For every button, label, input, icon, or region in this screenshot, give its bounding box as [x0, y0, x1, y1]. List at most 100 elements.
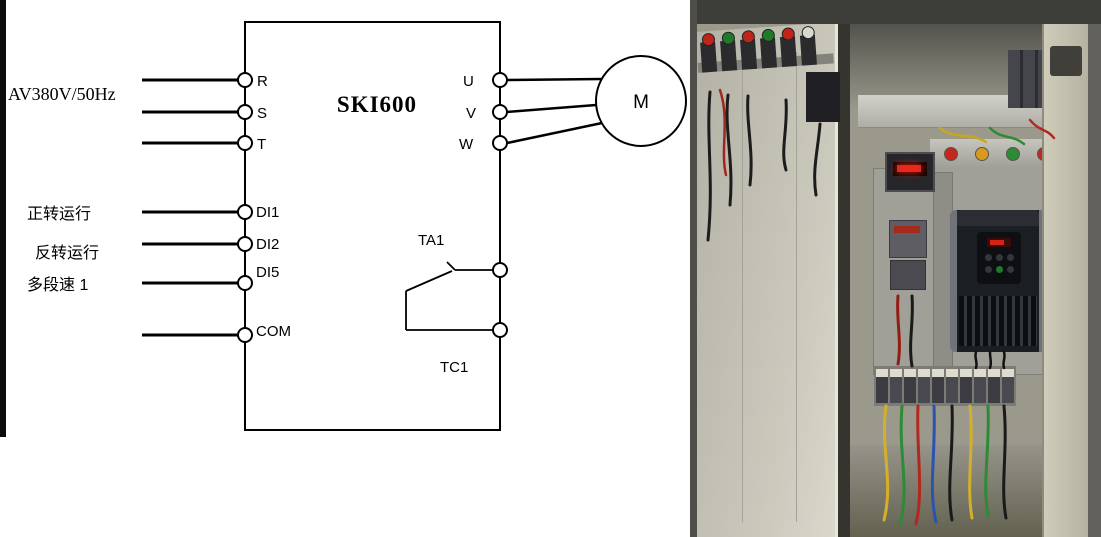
input-power-label: AV380V/50Hz — [8, 84, 116, 104]
di2-terminal-circle — [237, 236, 253, 252]
u-output-line — [506, 77, 603, 82]
terminal-block — [974, 369, 986, 403]
wiring-diagram-pane: M AV380V/50Hz SKI600 R S T DI1 DI2 DI5 C… — [0, 0, 687, 437]
terminal-block — [988, 369, 1000, 403]
terminal-block — [946, 369, 958, 403]
keypad-run-button — [996, 266, 1003, 273]
terminal-label-di2: DI2 — [256, 236, 279, 253]
red-button-cap — [701, 32, 716, 47]
pushbutton-terminal — [700, 32, 718, 73]
amber-indicator-lamp — [975, 147, 990, 161]
vfd-keypad-display — [987, 238, 1011, 247]
terminal-label-r: R — [257, 73, 268, 90]
v-output-line — [506, 103, 597, 114]
terminal-marker-tag — [960, 369, 972, 377]
keypad-button — [996, 254, 1003, 261]
terminal-block — [1002, 369, 1014, 403]
terminal-block — [904, 369, 916, 403]
right-wall — [1088, 0, 1101, 537]
green-button-cap — [761, 28, 776, 43]
function-label-forward: 正转运行 — [27, 205, 91, 223]
door-seam — [742, 52, 743, 522]
relay-module — [890, 260, 926, 290]
red-button-cap — [781, 27, 796, 41]
left-edge-bar — [0, 0, 6, 437]
terminal-label-tc1: TC1 — [440, 359, 468, 376]
red-button-cap — [741, 29, 756, 44]
pushbutton-terminal — [720, 31, 738, 72]
terminal-marker-tag — [932, 369, 944, 377]
terminal-label-u: U — [463, 73, 474, 90]
motor-label: M — [633, 92, 649, 113]
digital-panel-meter — [885, 152, 935, 192]
pushbutton-terminal — [740, 29, 758, 70]
cabinet-photo — [690, 0, 1101, 537]
terminal-label-w: W — [459, 136, 474, 153]
terminal-label-t: T — [257, 136, 266, 153]
u-terminal-circle — [492, 72, 508, 88]
w-terminal-circle — [492, 135, 508, 151]
terminal-label-v: V — [466, 105, 476, 122]
terminal-label-ta1: TA1 — [418, 232, 444, 249]
t-terminal-circle — [237, 135, 253, 151]
terminal-label-s: S — [257, 105, 267, 122]
terminal-block — [918, 369, 930, 403]
s-terminal-circle — [237, 104, 253, 120]
terminal-block — [932, 369, 944, 403]
meter-display — [893, 162, 927, 176]
pushbutton-terminal — [799, 25, 817, 66]
terminal-marker-tag — [974, 369, 986, 377]
terminal-block — [890, 369, 902, 403]
pushbutton-terminal — [779, 27, 797, 68]
function-label-reverse: 反转运行 — [35, 244, 99, 262]
top-wall — [690, 0, 1101, 24]
ta1-terminal-circle — [492, 262, 508, 278]
function-label-multispeed: 多段速 1 — [27, 276, 88, 294]
di5-terminal-circle — [237, 275, 253, 291]
vfd-top-cap — [957, 210, 1039, 226]
com-terminal-circle — [237, 327, 253, 343]
door-gap-shadow — [838, 20, 850, 537]
motor-circle — [595, 55, 687, 147]
w-output-line — [506, 121, 603, 145]
tc1-terminal-circle — [492, 322, 508, 338]
v-terminal-circle — [492, 104, 508, 120]
vfd-heatsink — [959, 296, 1037, 346]
keypad-button — [985, 254, 992, 261]
gray-button-cap — [801, 25, 816, 40]
contactor — [889, 220, 927, 258]
green-button-cap — [721, 31, 736, 46]
vfd-inverter — [950, 210, 1046, 352]
keypad-button — [1007, 266, 1014, 273]
terminal-marker-tag — [918, 369, 930, 377]
inverter-outline — [244, 21, 501, 431]
keypad-button — [1007, 254, 1014, 261]
junction-device — [806, 72, 840, 122]
meter-led-glow — [897, 165, 921, 172]
left-wall-edge — [690, 0, 697, 537]
bottom-terminal-rail — [874, 366, 1016, 406]
vfd-keypad — [977, 232, 1021, 284]
pushbutton-terminal — [759, 28, 778, 69]
terminal-block — [960, 369, 972, 403]
green-indicator-lamp — [1005, 147, 1020, 161]
door-hinge — [1050, 46, 1082, 76]
terminal-label-com: COM — [256, 323, 291, 340]
contact-tick — [446, 261, 456, 271]
terminal-label-di1: DI1 — [256, 204, 279, 221]
terminal-marker-tag — [876, 369, 888, 377]
r-terminal-circle — [237, 72, 253, 88]
terminal-marker-tag — [988, 369, 1000, 377]
red-indicator-lamp — [944, 147, 959, 161]
terminal-marker-tag — [1002, 369, 1014, 377]
terminal-label-di5: DI5 — [256, 264, 279, 281]
contact-blade — [405, 270, 453, 292]
terminal-marker-tag — [890, 369, 902, 377]
device-model-label: SKI600 — [337, 92, 417, 117]
cabinet-frame — [1042, 0, 1088, 537]
wiring-diagram: M AV380V/50Hz SKI600 R S T DI1 DI2 DI5 C… — [8, 21, 687, 431]
terminal-block — [876, 369, 888, 403]
keypad-button — [985, 266, 992, 273]
door-seam — [796, 52, 797, 522]
